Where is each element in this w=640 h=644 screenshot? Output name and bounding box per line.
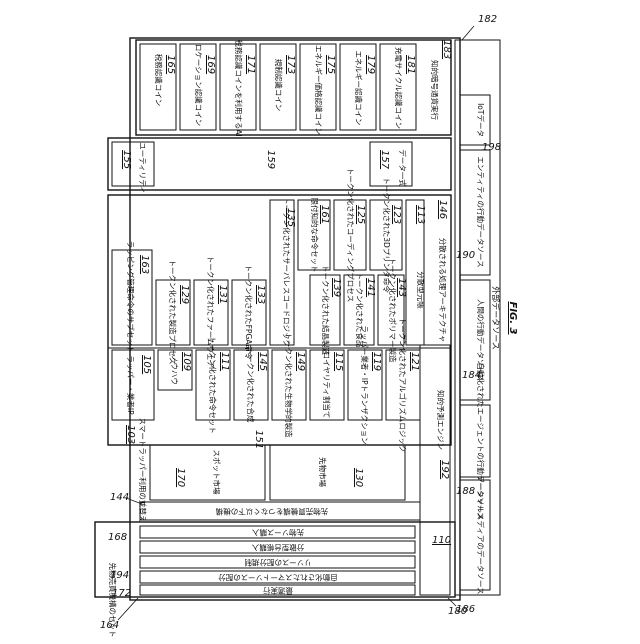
coin-179-label: エネルギー認識コイン [354, 51, 364, 126]
ref-164: 164 [100, 620, 119, 631]
block-139-num: 139 [331, 278, 342, 297]
block-113-num: 113 [415, 205, 426, 224]
block-119-label: ラッパー業者・IPトランザクション [360, 325, 370, 444]
ref-198: 198 [482, 142, 501, 153]
coin-173-num: 173 [285, 55, 296, 74]
crypto-exec-num: 183 [441, 40, 452, 59]
block-141-num: 141 [365, 278, 376, 297]
block-143-num: 143 [396, 278, 407, 297]
block-109-label: ノウハウ [170, 355, 179, 385]
lead-180 [448, 598, 456, 606]
item-196-label: 最適実行 [263, 586, 293, 596]
ref-190: 190 [456, 250, 475, 261]
data-157-label: データ一式 [398, 149, 408, 187]
lead-182 [462, 26, 474, 40]
block-135-num: 135 [285, 208, 296, 227]
block-146-label: 分散される処理アーキテクチャ [438, 238, 448, 342]
block-143-label: トークン化されたポリマー製造 [388, 258, 398, 363]
block-146-num: 146 [437, 200, 448, 219]
block-163-num: 163 [139, 255, 150, 274]
coin-columns: 税務認識コイン 165 ロケーション認識コイン 169 税務認識コインを利用する… [140, 39, 452, 136]
data-157-num: 157 [379, 150, 390, 170]
block-133-num: 133 [255, 285, 266, 304]
block-115-label: ロイヤリティ割当て [322, 352, 332, 419]
block-121-label: トークン化されたアルゴリズムロジック [398, 318, 408, 453]
human-behavior-source-label: 人間の行動データソース [476, 299, 486, 381]
fig-label: FIG. 3 [507, 302, 518, 335]
futures-market-label: 先物市場 [318, 457, 328, 487]
ref-186: 186 [456, 604, 475, 615]
coin-169-num: 169 [205, 55, 216, 74]
block-125-label: トークン化されたコーディングプロセス [346, 168, 356, 302]
block-119-num: 119 [371, 352, 382, 371]
utility-155-num: 155 [121, 150, 132, 169]
lead-164 [118, 598, 138, 620]
block-111-num: 111 [219, 352, 230, 371]
utility-155-label: ユーティリティ [138, 142, 147, 194]
coin-175-label: エネルギー価格認識コイン [314, 45, 324, 135]
ref-168: 168 [108, 532, 127, 543]
agent-behavior-source-label: 自動化されたエージェントの行動データソース [476, 363, 486, 520]
block-139-label: トークン化された結晶製造 [321, 265, 331, 355]
spot-market-box [150, 445, 265, 500]
coin-171-label: 税務認識コインを利用するAI [234, 39, 244, 136]
item-178-label: 自動化されたスマートソースの配分 [218, 573, 338, 583]
block-161-label: 限付知的な命令セット [310, 198, 320, 273]
block-105-label: ラッパー・業者IP [126, 355, 136, 415]
external-sources-label: 外部データソース [491, 286, 501, 350]
futures-market-box [270, 445, 405, 500]
block-129-label: トークン化された製造プロセス [168, 260, 178, 365]
block-129-num: 129 [179, 285, 190, 304]
coin-165-label: 税務認識コイン [154, 54, 164, 107]
block-109-num: 109 [181, 352, 192, 371]
ref-188: 188 [456, 486, 475, 497]
ref-172: 172 [112, 588, 131, 599]
item-166-label: 先物ソース購入 [251, 528, 304, 538]
block-145-num: 145 [257, 352, 268, 371]
coin-181-num: 181 [405, 55, 416, 74]
ref-182: 182 [478, 14, 497, 25]
block-125-num: 125 [355, 205, 366, 224]
block-103-num: 103 [125, 425, 136, 444]
smart-contract-strip-label: 先物売買機構をつなぐ以下の機構 [215, 507, 328, 517]
block-111-label: トークン化された命令セット [208, 336, 218, 434]
coin-181-label: 充電サイクル認識コイン [394, 47, 404, 129]
crypto-exec-label: 知的暗号通貨実行 [430, 60, 440, 120]
block-113-label: 分散型元帳 [416, 271, 426, 309]
coin-169-label: ロケーション認識コイン [194, 44, 204, 126]
futures-market-num: 130 [353, 468, 364, 487]
coin-175-num: 175 [325, 55, 336, 74]
ref-151: 151 [253, 430, 264, 449]
spot-market-num: 170 [175, 468, 186, 487]
ref-184: 184 [462, 370, 481, 381]
block-123-num: 123 [391, 205, 402, 224]
spot-market-label: スポット市場 [212, 450, 222, 495]
block-105-num: 105 [141, 355, 152, 374]
item-174-label: 分散型台帳購入 [251, 543, 304, 553]
block-131-num: 131 [217, 285, 228, 304]
ref-194: 194 [110, 570, 129, 581]
ref-144: 144 [110, 492, 129, 503]
entity-behavior-source-label: エンティティの行動データソース [476, 156, 486, 267]
ref-159: 159 [265, 150, 276, 169]
block-115-num: 115 [333, 352, 344, 371]
block-161-num: 161 [319, 205, 330, 224]
coin-165-num: 165 [165, 55, 176, 74]
block-133-label: トークン化されたFPGA命令 [244, 265, 254, 360]
block-145-label: トークン化された合成 [246, 348, 256, 423]
knowledge-engine-label: 知的予測エンジン [436, 390, 446, 450]
block-163-label: ラッピング管理命令のサブセット [126, 241, 136, 354]
coin-179-num: 179 [365, 55, 376, 74]
coin-173-label: 規制認識コイン [274, 59, 284, 112]
coin-171-num: 171 [245, 55, 256, 74]
iot-data-source-label: IoTデータ [476, 103, 486, 137]
block-149-num: 149 [295, 352, 306, 371]
block-121-num: 121 [409, 352, 420, 371]
knowledge-engine-num: 192 [439, 460, 450, 479]
futures-set-num: 110 [432, 535, 451, 546]
block-149-label: トークン化された生物学的製造 [284, 333, 294, 438]
item-176-label: リソースの配分規制 [244, 558, 311, 568]
